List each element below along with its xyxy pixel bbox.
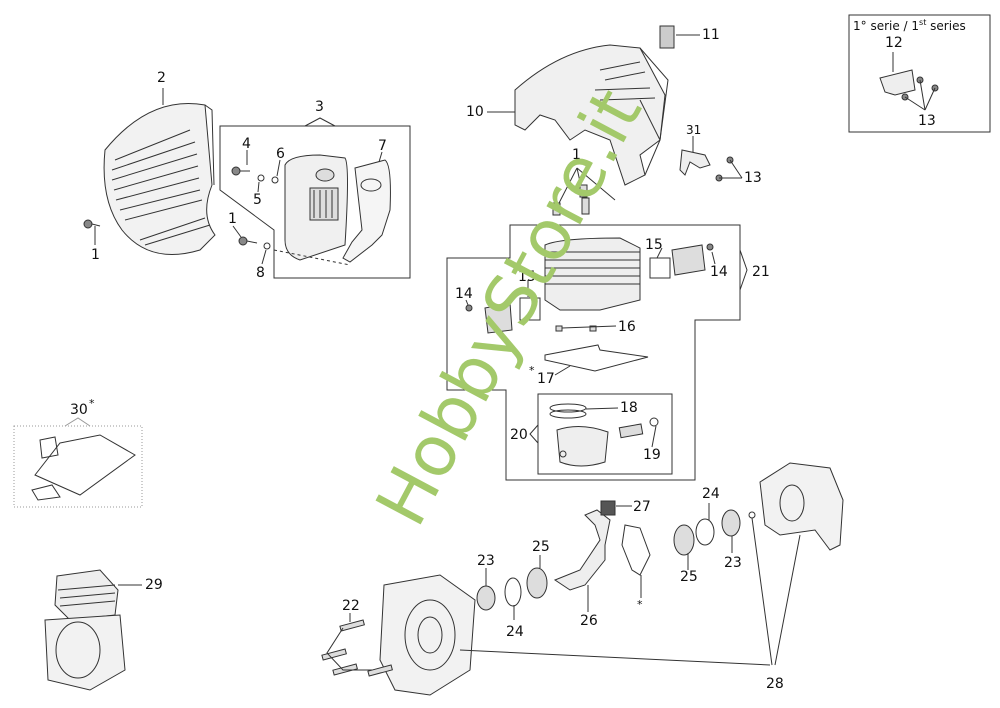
part-top-cover bbox=[514, 44, 669, 186]
part-muffler bbox=[284, 154, 348, 261]
callout-11: 11 bbox=[702, 27, 720, 43]
callout-19: 19 bbox=[643, 447, 661, 463]
callout-26: 26 bbox=[580, 613, 598, 629]
callout-15: 15 bbox=[645, 237, 663, 253]
callout-2: 2 bbox=[157, 70, 166, 86]
callout-12: 12 bbox=[885, 35, 903, 51]
inset-series-title: 1° serie / 1st series bbox=[853, 18, 966, 33]
callout-4: 4 bbox=[242, 136, 251, 152]
part-crankcase-left bbox=[379, 574, 476, 696]
callout-29: 29 bbox=[145, 577, 163, 593]
callout-16: 16 bbox=[618, 319, 636, 335]
callout-17-asterisk: * bbox=[529, 364, 535, 377]
callout-13: 13 bbox=[744, 170, 762, 186]
callout-23: 23 bbox=[724, 555, 742, 571]
part-crankcase-right bbox=[759, 462, 844, 551]
callout-14: 14 bbox=[455, 286, 473, 302]
callout-7: 7 bbox=[378, 138, 387, 154]
callout-1: 1 bbox=[572, 147, 581, 163]
callout-15: 15 bbox=[518, 269, 536, 285]
callout-24: 24 bbox=[506, 624, 524, 640]
callout-23: 23 bbox=[477, 553, 495, 569]
callout-22: 22 bbox=[342, 598, 360, 614]
callout-3: 3 bbox=[315, 99, 324, 115]
callout-6: 6 bbox=[276, 146, 285, 162]
gasket-asterisk: * bbox=[637, 598, 643, 611]
callout-10: 10 bbox=[466, 104, 484, 120]
callout-1: 1 bbox=[228, 211, 237, 227]
part-engine-cover bbox=[103, 102, 216, 255]
callout-20: 20 bbox=[510, 427, 528, 443]
callout-25: 25 bbox=[532, 539, 550, 555]
callout-25: 25 bbox=[680, 569, 698, 585]
callout-24: 24 bbox=[702, 486, 720, 502]
callout-13: 13 bbox=[918, 113, 936, 129]
callout-21: 21 bbox=[752, 264, 770, 280]
callout-5: 5 bbox=[253, 192, 262, 208]
part-engine-complete bbox=[44, 569, 126, 691]
callout-30-asterisk: * bbox=[89, 397, 95, 410]
callout-27: 27 bbox=[633, 499, 651, 515]
callout-1: 1 bbox=[91, 247, 100, 263]
callout-31: 31 bbox=[686, 123, 702, 137]
callout-14: 14 bbox=[710, 264, 728, 280]
callout-8: 8 bbox=[256, 265, 265, 281]
callout-18: 18 bbox=[620, 400, 638, 416]
callout-17: 17 bbox=[537, 371, 555, 387]
callout-30: 30 bbox=[70, 402, 88, 418]
part-cylinder bbox=[544, 237, 641, 311]
callout-28: 28 bbox=[766, 676, 784, 692]
